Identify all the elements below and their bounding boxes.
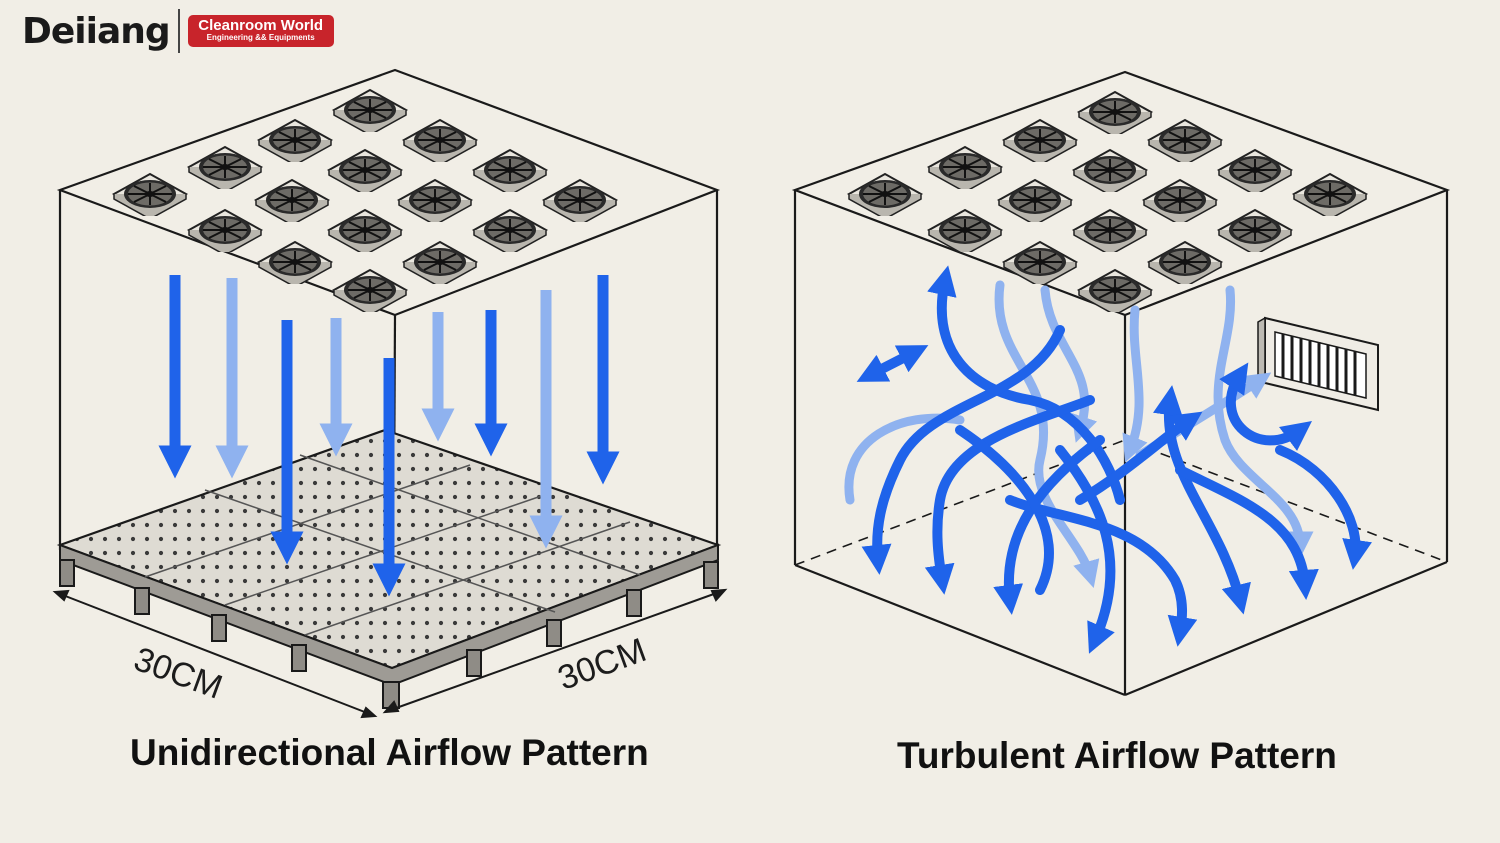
dimension-lines — [52, 588, 728, 719]
downflow-arrows — [158, 275, 620, 597]
badge-title: Cleanroom World — [198, 17, 324, 35]
brand-badge: Cleanroom World Engineering && Equipment… — [187, 15, 334, 47]
ceiling-fan-grid-right — [848, 91, 1367, 312]
caption-unidirectional: Unidirectional Airflow Pattern — [130, 732, 649, 773]
brand-logo: Deiiang Cleanroom World Engineering && E… — [22, 6, 334, 56]
wall-vent-grille — [1257, 316, 1379, 412]
brand-divider — [177, 9, 180, 53]
badge-subtitle: Engineering && Equipments — [206, 33, 315, 43]
turbulent-arrows — [844, 265, 1372, 654]
brand-name: Deiiang — [22, 10, 171, 52]
caption-turbulent: Turbulent Airflow Pattern — [897, 735, 1337, 776]
